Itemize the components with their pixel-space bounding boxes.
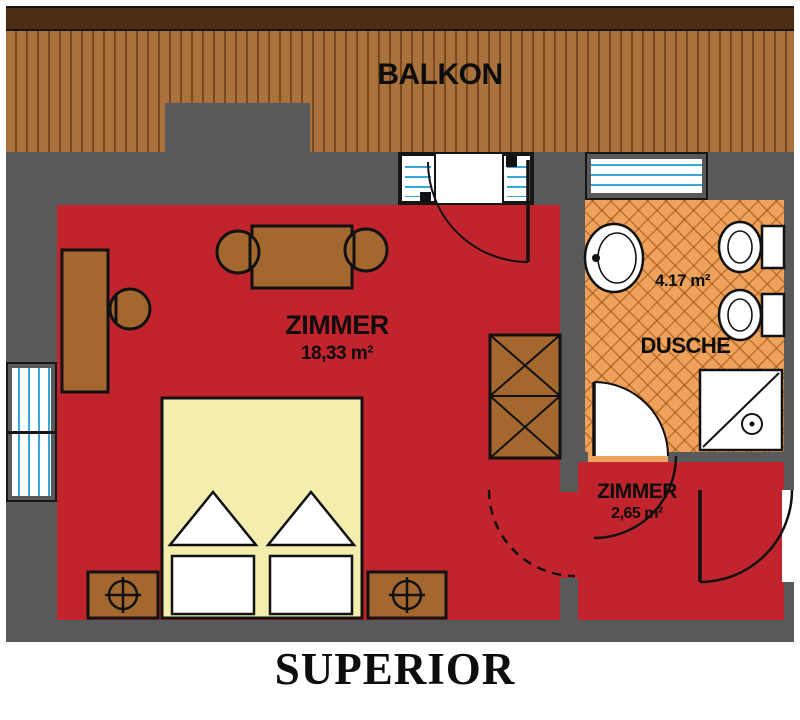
wardrobe <box>488 333 562 460</box>
hall-floor <box>578 462 784 620</box>
lamp-symbol-left <box>105 577 141 613</box>
sink <box>583 222 645 294</box>
main-room-label: ZIMMER 18,33 m² <box>237 310 437 365</box>
bathroom-door-swing <box>592 381 678 540</box>
plan-title: SUPERIOR <box>274 644 516 694</box>
left-window-divider <box>8 431 55 434</box>
door-handle-right <box>506 156 517 167</box>
balcony-door-swing <box>420 156 530 263</box>
bathroom-label: DUSCHE <box>640 333 731 358</box>
main-room-area: 18,33 m² <box>300 342 374 364</box>
room-to-hall-opening <box>556 492 582 578</box>
desk-chair <box>108 287 152 331</box>
nightstand-right <box>366 570 448 620</box>
bathroom-doorway <box>588 452 668 462</box>
balcony-deck <box>6 31 794 152</box>
entrance-door-swing <box>698 489 794 584</box>
main-room-name: ZIMMER <box>285 310 389 340</box>
balcony-door-glass-left <box>400 154 436 203</box>
chair-left <box>215 229 261 275</box>
desk <box>60 248 110 394</box>
left-window <box>6 362 57 502</box>
double-bed <box>160 396 364 620</box>
nightstand-left <box>86 570 160 620</box>
balcony-wall-block <box>165 103 310 152</box>
bathroom-area: 4.17 m² <box>654 271 711 290</box>
hall-area: 2,65 m² <box>611 505 663 523</box>
balcony-railing <box>6 6 794 31</box>
duvet-fold-left <box>167 490 259 547</box>
chair-right <box>343 227 389 273</box>
balcony-label: BALKON <box>377 58 503 91</box>
duvet-fold-right <box>265 490 357 547</box>
bathroom-window <box>585 152 708 200</box>
pillow-right <box>268 554 354 616</box>
hall-name: ZIMMER <box>597 480 677 503</box>
toilet <box>717 220 786 274</box>
balcony-door-glass-right <box>502 154 532 203</box>
pillow-left <box>170 554 256 616</box>
bidet <box>717 288 786 342</box>
table <box>250 224 354 290</box>
entrance-opening <box>782 490 794 582</box>
shower <box>698 368 784 452</box>
hall-opening-swing-dashed <box>487 489 576 578</box>
hall-label: ZIMMER 2,65 m² <box>566 480 708 523</box>
door-handle-left <box>420 192 431 203</box>
lamp-symbol-right <box>389 577 425 613</box>
